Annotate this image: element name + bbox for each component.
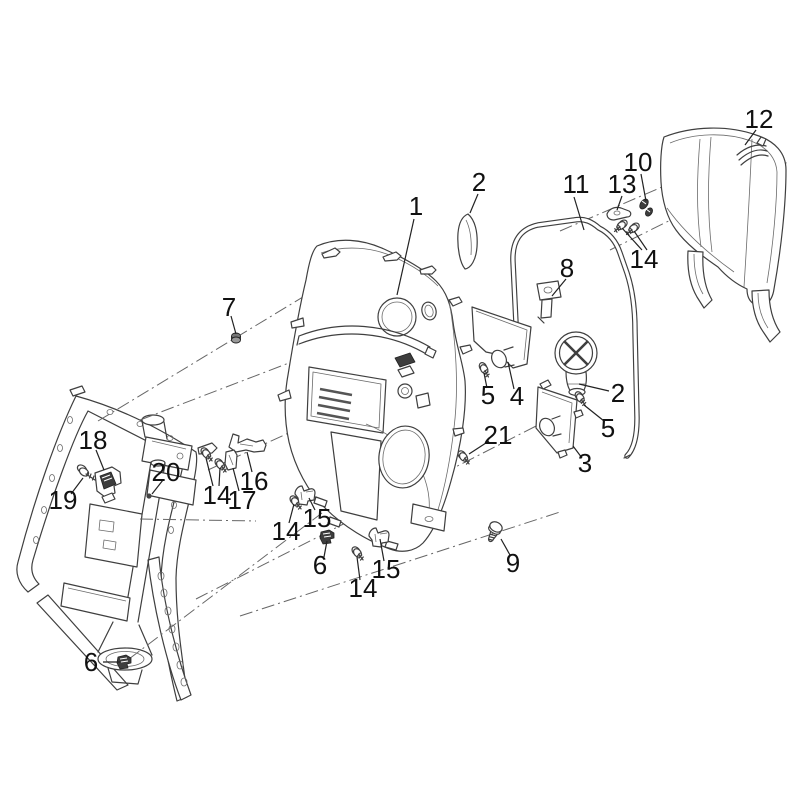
knob-round-2 [554,331,598,397]
screw-19 [76,464,96,481]
nut-7 [231,332,241,344]
callout-label-2: 2 [611,378,625,408]
callout-leader-14 [288,503,295,524]
callout-label-13: 13 [608,169,637,199]
callout-label-14: 14 [272,516,301,546]
callout-leader-20 [151,479,164,495]
emblem-teardrop-2 [457,213,478,270]
callout-label-5: 5 [481,380,495,410]
callout-leader-7 [230,315,237,335]
callout-leader-14 [633,230,648,251]
callout-label-14: 14 [203,480,232,510]
callout-label-7: 7 [222,292,236,322]
callout-label-18: 18 [79,425,108,455]
callout-label-10: 10 [624,147,653,177]
callout-leader-4 [507,361,515,390]
callout-label-11: 11 [563,169,590,199]
callout-leader-6 [323,540,328,558]
callout-label-2: 2 [472,167,486,197]
callout-label-3: 3 [578,448,592,478]
callout-leader-3 [572,445,583,459]
rivet-20 [146,493,152,499]
callout-label-6: 6 [313,550,327,580]
steering-column [60,414,197,685]
callout-leader-19 [70,477,84,495]
lock-assembly-18 [94,466,122,504]
callout-label-9: 9 [506,548,520,578]
callout-label-15: 15 [372,554,401,584]
callout-leader-15 [308,497,316,511]
callout-leader-14 [218,467,221,487]
callout-leader-10 [640,173,647,202]
alignment-line [128,512,323,660]
callout-leader-2 [578,383,610,392]
callout-leader-5 [483,372,488,389]
alignment-line [139,518,257,522]
panel-3 [535,379,584,459]
callout-label-15: 15 [303,503,332,533]
front-shield-panel-1 [277,239,473,552]
callout-leader-18 [95,449,105,471]
callout-leader-2 [469,193,479,214]
callout-label-4: 4 [510,381,524,411]
callout-label-19: 19 [49,485,78,515]
screw-14-b [625,220,642,236]
fasteners-10 [639,198,653,217]
callout-label-6: 6 [84,647,98,677]
shield-edge-tabs [277,247,473,551]
callout-label-1: 1 [409,191,423,221]
callout-label-16: 16 [240,466,269,496]
alignment-line [239,511,561,617]
callout-label-5: 5 [601,413,615,443]
callout-leader-17 [232,467,240,492]
panel-4 [471,306,532,369]
callout-label-8: 8 [560,253,574,283]
callout-leader-14 [356,556,361,581]
screw-14-a [613,217,630,233]
plate-17 [224,449,238,471]
callout-label-21: 21 [484,420,513,450]
rear-cover-panel-12 [660,127,787,343]
bolt-9 [487,521,503,543]
callout-leader-13 [616,195,623,211]
callout-label-14: 14 [349,573,378,603]
callout-leader-16 [246,451,253,473]
callout-leader-11 [573,196,585,231]
callout-leader-14 [621,227,643,251]
callout-leader-14 [205,457,214,487]
bracket-8 [536,280,562,324]
callout-leader-15 [379,538,385,562]
callout-label-12: 12 [745,104,774,134]
callout-leader-8 [551,278,567,297]
callout-label-17: 17 [228,485,257,515]
callout-leader-21 [468,440,490,455]
frame-holes [33,409,188,687]
bracket-16 [228,433,267,453]
callout-leader-9 [500,538,511,556]
callout-leader-12 [744,129,757,146]
bracket-13 [606,206,632,221]
callout-leader-5 [583,404,605,422]
callout-leader-1 [396,218,415,296]
callout-label-14: 14 [630,244,659,274]
callout-label-20: 20 [152,457,181,487]
